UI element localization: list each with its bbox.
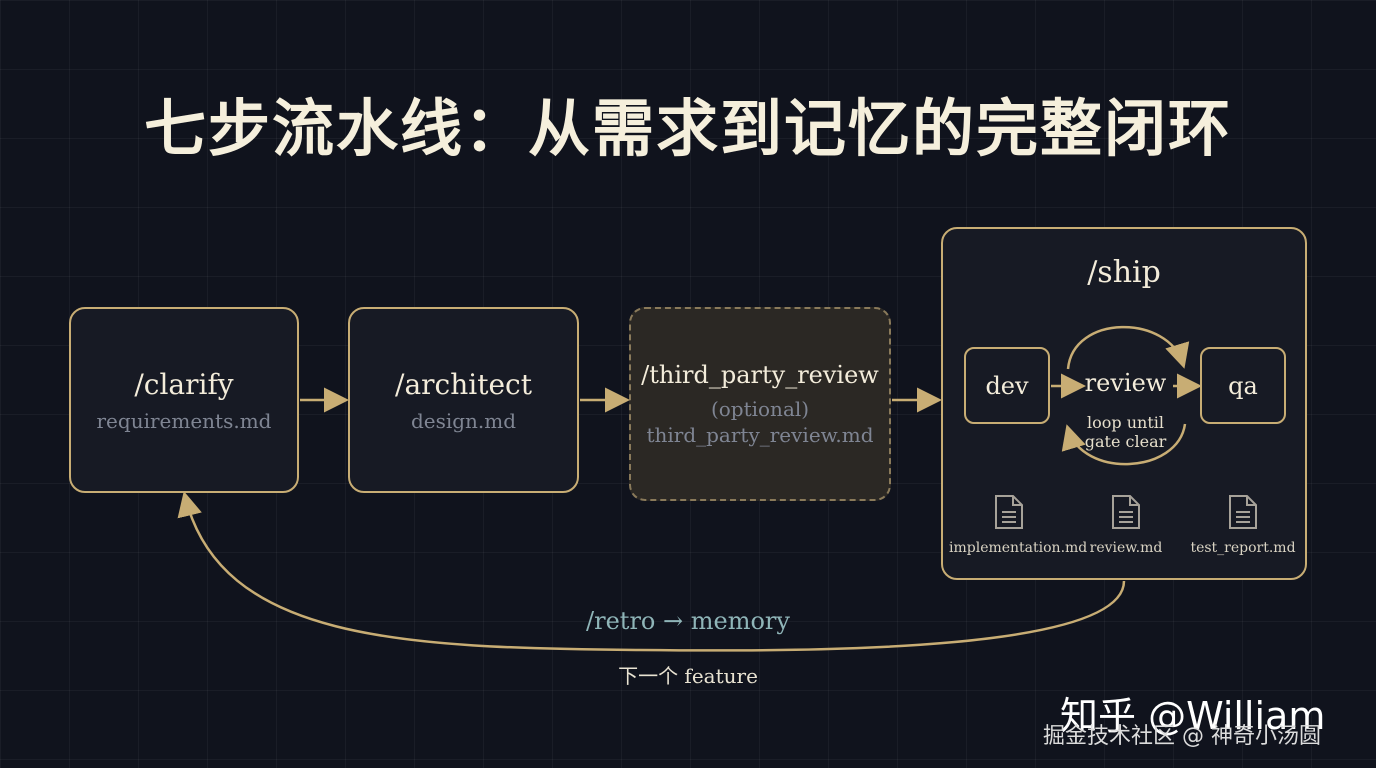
document-icon (1229, 495, 1257, 529)
step-third-party-review-name: /third_party_review (641, 361, 879, 389)
step-ship: /ship dev review qa loop until gate clea… (941, 227, 1307, 580)
step-third-party-review-file: third_party_review.md (646, 423, 874, 447)
loop-label-line2: gate clear (1084, 432, 1167, 451)
loop-label: loop until gate clear (1073, 413, 1178, 451)
document-icon (995, 495, 1023, 529)
optional-label: (optional) (710, 397, 810, 421)
step-third-party-review: /third_party_review (optional) third_par… (629, 307, 891, 501)
step-clarify-file: requirements.md (96, 408, 272, 433)
loop-top-arrow (1066, 325, 1190, 370)
loop-bottom-arrow (1061, 423, 1187, 466)
page-title: 七步流水线：从需求到记忆的完整闭环 (143, 92, 1232, 165)
step-architect-file: design.md (410, 408, 517, 433)
step-architect-name: /architect (395, 367, 532, 401)
retro-label: /retro → memory (586, 607, 790, 635)
document-icon (1112, 495, 1140, 529)
watermark-zhihu: 知乎 @William (1060, 694, 1326, 738)
loop-label-line1: loop until (1087, 413, 1164, 432)
next-feature-label: 下一个 feature (618, 664, 758, 688)
ship-review-label: review (1084, 369, 1167, 397)
ship-dev-box: dev (964, 347, 1050, 424)
step-clarify: /clarify requirements.md (69, 307, 299, 493)
doc-name: test_report.md (1190, 540, 1296, 556)
watermark-juejin: 掘金技术社区 @ 神奇小汤圆 (1043, 724, 1321, 749)
doc-name: implementation.md (949, 540, 1088, 556)
step-clarify-name: /clarify (134, 367, 234, 401)
doc-implementation: implementation.md (949, 494, 1088, 556)
doc-review: review.md (1066, 494, 1186, 556)
ship-flow-arrows (1051, 325, 1202, 466)
ship-title: /ship (1087, 255, 1161, 290)
step-architect: /architect design.md (348, 307, 579, 493)
doc-name: review.md (1089, 540, 1163, 556)
doc-test-report: test_report.md (1183, 494, 1303, 556)
